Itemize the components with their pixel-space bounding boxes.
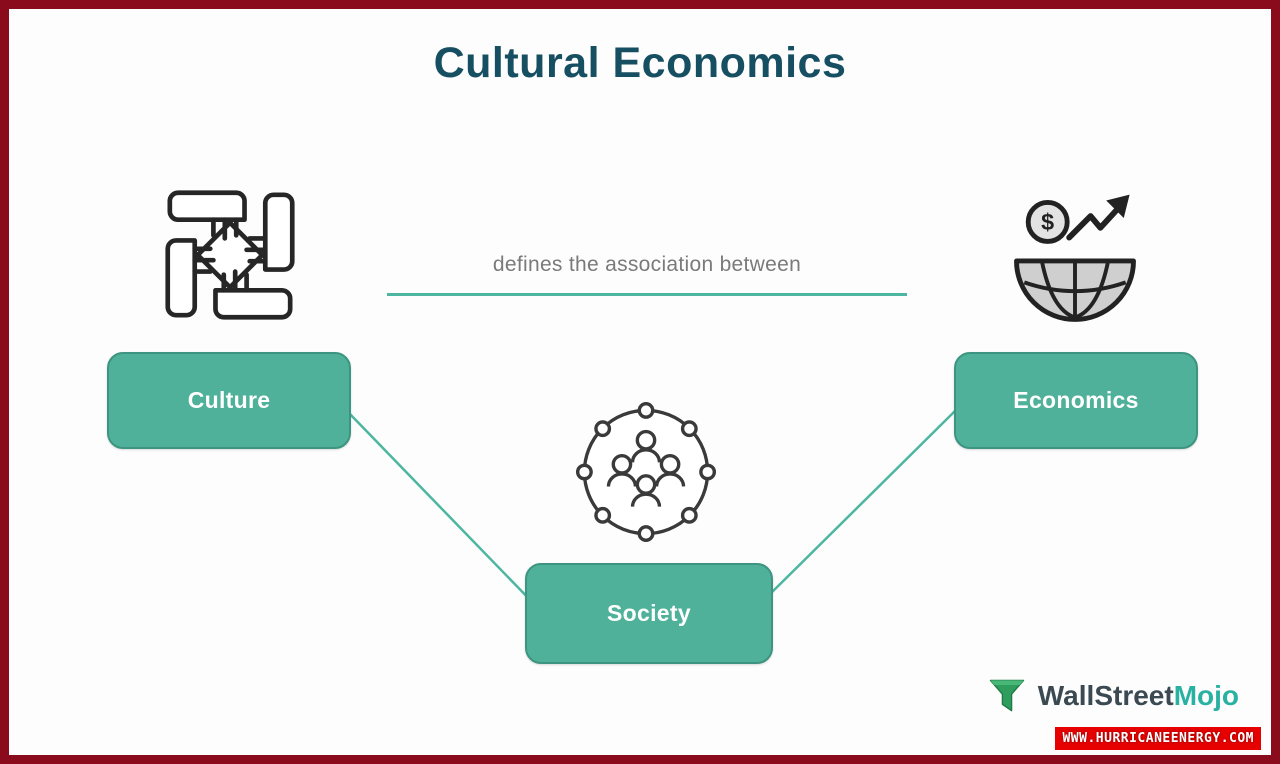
edge-economics-society [756, 410, 956, 608]
wallstreetmojo-logo-text: WallStreetMojo [1038, 682, 1239, 710]
people-network-icon [575, 401, 717, 543]
node-society: Society [525, 563, 773, 664]
wallstreetmojo-logo-icon [989, 679, 1024, 712]
node-culture-label: Culture [187, 387, 271, 413]
node-economics-label: Economics [1013, 387, 1139, 413]
logo-text-primary: WallStreet [1037, 680, 1174, 711]
relationship-underline [387, 293, 907, 296]
globe-dollar-growth-icon: $ [1014, 194, 1136, 322]
page-title: Cultural Economics [433, 39, 847, 87]
watermark-url-banner: WWW.HURRICANEENERGY.COM [1055, 727, 1261, 750]
node-economics: Economics [954, 352, 1198, 449]
node-culture: Culture [107, 352, 351, 449]
logo-text-accent: Mojo [1173, 680, 1239, 711]
node-society-label: Society [607, 600, 691, 626]
edge-culture-society [346, 410, 538, 608]
dollar-sign: $ [1041, 209, 1054, 235]
wallstreetmojo-logo: WallStreetMojo [985, 673, 1239, 719]
hands-together-icon [147, 172, 313, 338]
relationship-label: defines the association between [492, 253, 802, 276]
